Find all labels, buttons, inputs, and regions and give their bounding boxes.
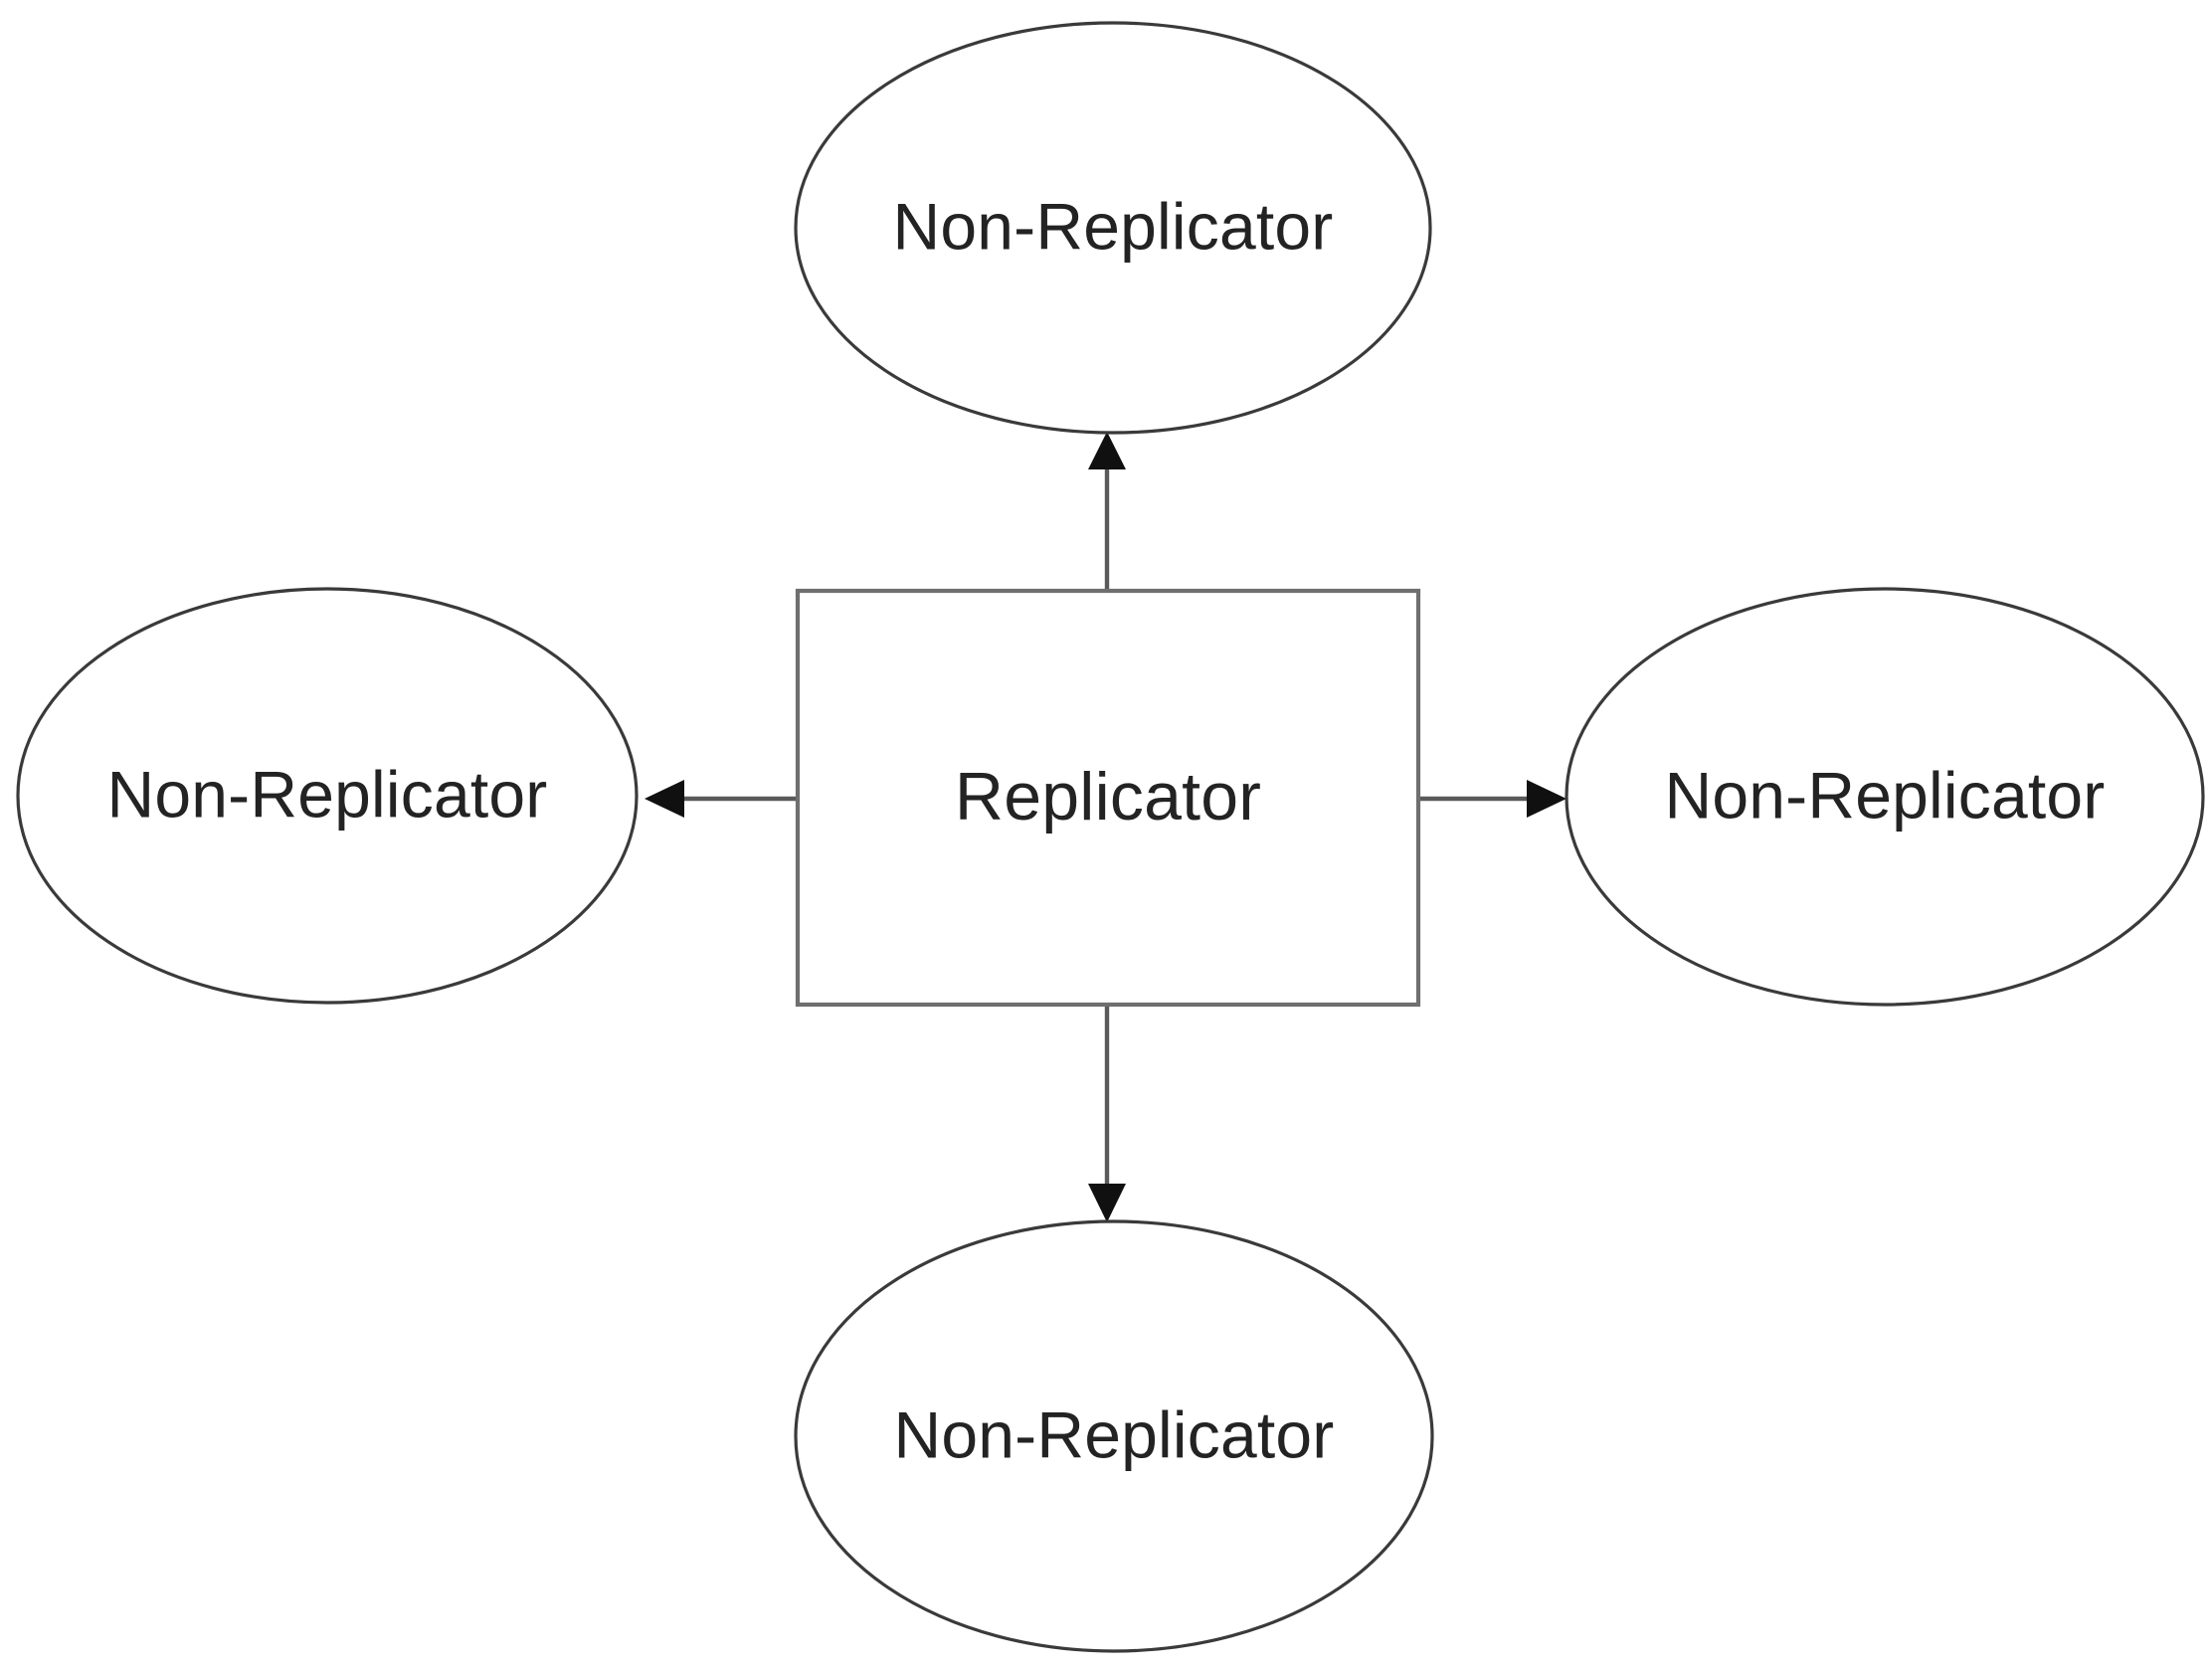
edge-replicator-to-right[interactable] [1418,780,1567,818]
edge-down-arrowhead-icon [1088,1184,1126,1222]
edge-left-arrowhead-icon [645,780,684,818]
node-non-replicator-right[interactable]: Non-Replicator [1565,587,2205,1007]
node-center-label: Replicator [955,759,1261,835]
edge-replicator-to-bottom[interactable] [1088,1005,1126,1222]
node-left-ellipse [16,587,639,1005]
node-non-replicator-top[interactable]: Non-Replicator [794,21,1432,435]
node-right-ellipse [1565,587,2205,1007]
edge-replicator-to-top[interactable] [1088,432,1126,591]
node-top-label: Non-Replicator [893,189,1334,263]
edge-right-arrowhead-icon [1527,780,1567,818]
node-left-label: Non-Replicator [107,757,548,831]
node-replicator[interactable]: Replicator [795,588,1421,1008]
node-bottom-ellipse [794,1219,1434,1653]
node-top-ellipse [794,21,1432,435]
node-non-replicator-left[interactable]: Non-Replicator [16,587,639,1005]
edge-replicator-to-left[interactable] [645,780,798,818]
node-right-label: Non-Replicator [1665,758,2106,832]
node-bottom-label: Non-Replicator [894,1397,1335,1471]
edge-up-arrowhead-icon [1088,432,1126,469]
node-center-rect [795,588,1421,1008]
node-non-replicator-bottom[interactable]: Non-Replicator [794,1219,1434,1653]
